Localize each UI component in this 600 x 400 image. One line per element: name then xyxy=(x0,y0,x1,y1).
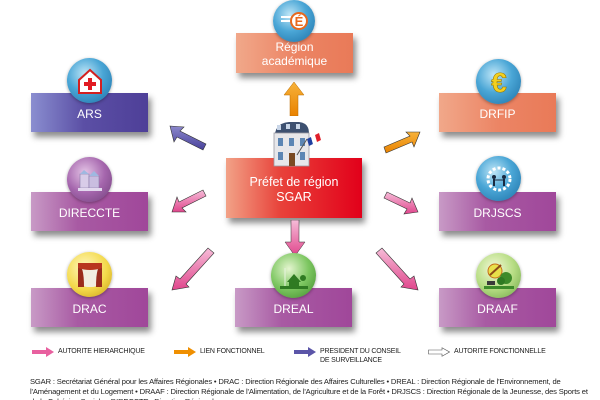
arrow-autorite-hierarchique-drjscs xyxy=(383,191,419,215)
legend-label-autorite-fonctionnelle: AUTORITE FONCTIONNELLE xyxy=(454,348,546,355)
node-region-academique-line2: académique xyxy=(261,54,328,68)
legend-white-arrow-icon xyxy=(428,347,450,357)
node-region-academique-line1: Région xyxy=(275,40,314,54)
arrow-lien-fonctionnel-drfip xyxy=(383,131,421,154)
node-drjscs-label: DRJSCS xyxy=(473,205,522,220)
legend-label-lien-fonctionnel: LIEN FONCTIONNEL xyxy=(200,348,265,355)
legend-pink-arrow-icon xyxy=(32,347,54,357)
node-direccte: DIRECCTE xyxy=(31,192,148,231)
arrow-lien-fonctionnel-region-academique xyxy=(283,81,305,116)
legend-item-president-conseil: PRESIDENT DU CONSEIL DE SURVEILLANCE xyxy=(294,347,401,365)
arrow-autorite-hierarchique-draaf xyxy=(375,247,419,291)
legend-orange-arrow-icon xyxy=(174,347,196,357)
eco-house-icon xyxy=(271,253,316,298)
node-prefet-line2: SGAR xyxy=(276,190,312,204)
node-drfip-label: DRFIP xyxy=(479,106,516,121)
node-direccte-label: DIRECCTE xyxy=(58,205,121,220)
node-draaf-label: DRAAF xyxy=(477,301,518,316)
legend-item-autorite-fonctionnelle: AUTORITE FONCTIONNELLE xyxy=(428,347,546,357)
node-ars: ARS xyxy=(31,93,148,132)
node-prefet-line1: Préfet de région xyxy=(249,175,339,189)
prefecture-building-icon xyxy=(269,117,321,169)
node-dreal-label: DREAL xyxy=(273,301,314,316)
node-prefet-sgar: Préfet de région SGAR xyxy=(226,158,362,218)
svg-text:€: € xyxy=(491,67,507,97)
theater-curtain-icon xyxy=(67,252,112,297)
legend-label-president-line2: DE SURVEILLANCE xyxy=(320,357,382,364)
legend-violet-arrow-icon xyxy=(294,347,316,357)
legend-label-president-line1: PRESIDENT DU CONSEIL xyxy=(320,348,401,355)
footnote-abbreviations: SGAR : Secrétariat Général pour les Affa… xyxy=(30,377,588,400)
academie-e-icon: É xyxy=(273,0,315,42)
legend-item-lien-fonctionnel: LIEN FONCTIONNEL xyxy=(174,347,265,357)
people-circle-icon xyxy=(476,156,521,201)
legend-item-autorite-hierarchique: AUTORITE HIERARCHIQUE xyxy=(32,347,145,357)
agriculture-icon xyxy=(476,253,521,298)
arrow-autorite-hierarchique-dreal xyxy=(284,220,306,257)
hospital-house-icon xyxy=(67,58,112,103)
arrow-autorite-hierarchique-drac xyxy=(171,247,215,291)
legend-label-autorite-hierarchique: AUTORITE HIERARCHIQUE xyxy=(58,348,145,355)
arrow-autorite-hierarchique-direccte xyxy=(171,189,207,213)
svg-text:É: É xyxy=(295,14,304,29)
node-drac-label: DRAC xyxy=(72,301,107,316)
arrow-president-conseil-ars xyxy=(169,125,207,151)
node-ars-label: ARS xyxy=(77,106,102,121)
factory-icon xyxy=(67,157,112,202)
euro-icon: € xyxy=(476,59,521,104)
